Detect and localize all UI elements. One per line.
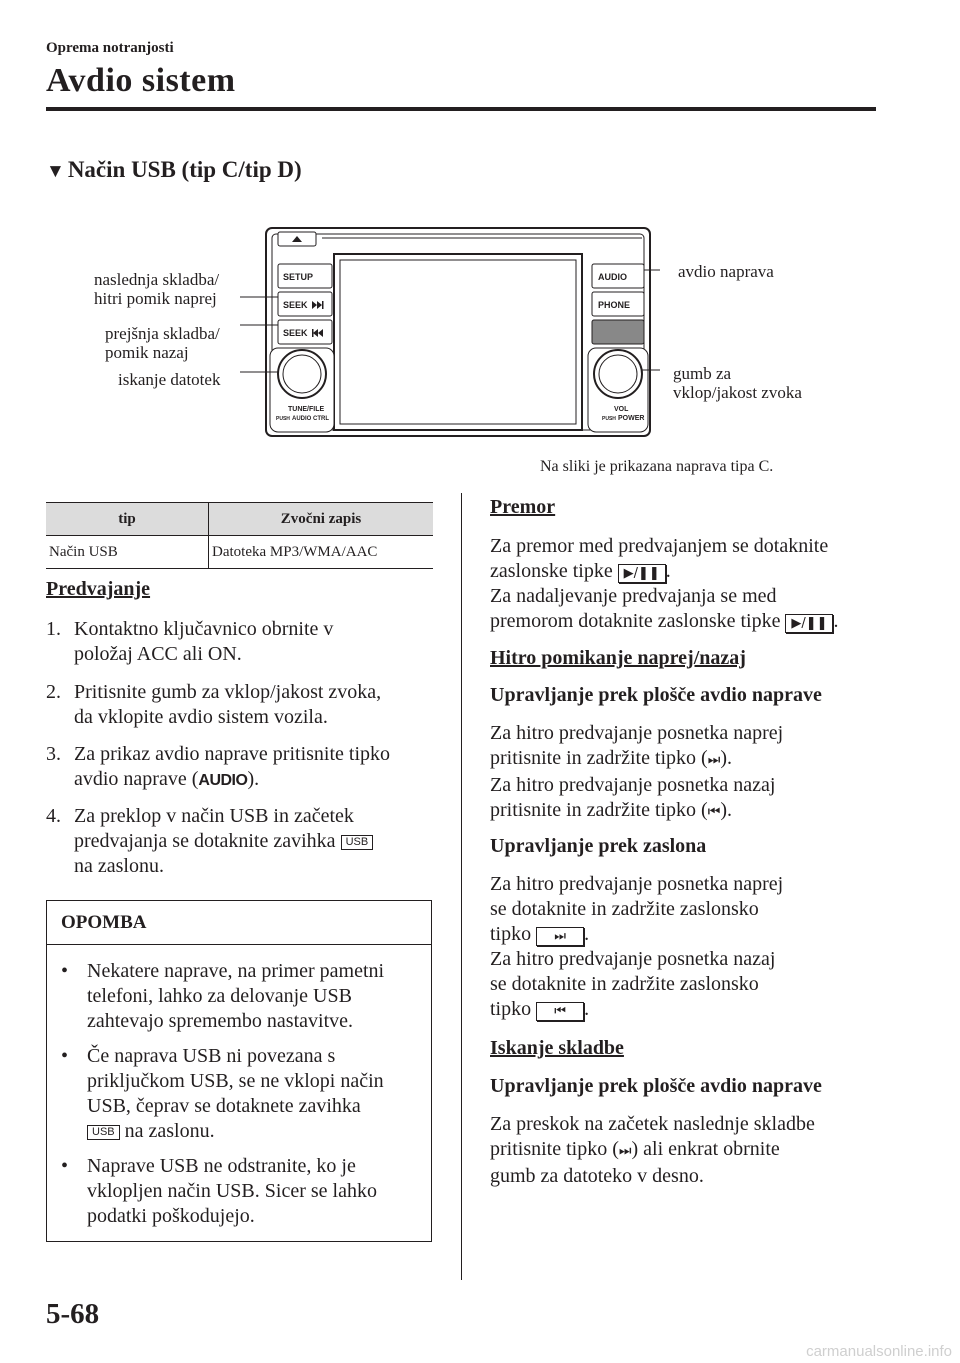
list-item: 2. Pritisnite gumb za vklop/jakost zvoka…	[46, 681, 382, 728]
fast-forward-screen-icon: ⏭	[536, 927, 585, 946]
ff-rew-heading: Hitro pomikanje naprej/nazaj	[490, 647, 746, 669]
label-prev-track: prejšnja skladba/pomik nazaj	[105, 324, 220, 362]
push-left-label: PUSH	[276, 416, 290, 422]
table-row: Način USB Datoteka MP3/WMA/AAC	[46, 535, 433, 569]
audio-key-icon: AUDIO	[198, 772, 248, 789]
label-audio-unit: avdio naprava	[678, 262, 774, 281]
play-pause-icon: ▶/❚❚	[617, 564, 666, 583]
column-divider	[461, 493, 462, 1280]
triangle-icon: ▼	[46, 161, 65, 182]
pause-text: Za premor med predvajanjem se dotaknite …	[490, 535, 839, 633]
phone-button-label: PHONE	[598, 300, 630, 310]
rewind-screen-icon: ⏮	[536, 1002, 585, 1021]
setup-button-label: SETUP	[283, 272, 313, 282]
section-heading: ▼Način USB (tip C/tip D)	[46, 157, 302, 183]
screen-ff-text: Za hitro predvajanje posnetka naprej se …	[490, 873, 784, 1021]
track-panel-heading: Upravljanje prek plošče avdio naprave	[490, 1075, 822, 1097]
audio-button-label: AUDIO	[598, 272, 627, 282]
play-pause-icon: ▶/❚❚	[785, 614, 834, 633]
track-search-text: Za preskok na začetek naslednje skladbe …	[490, 1113, 815, 1187]
section-label: Oprema notranjosti	[46, 40, 174, 56]
audio-ctrl-label: AUDIO CTRL	[292, 416, 329, 422]
seek-back-button-label: SEEK	[283, 328, 308, 338]
seek-forward-icon	[312, 301, 322, 309]
panel-ff-text: Za hitro predvajanje posnetka naprej pri…	[490, 722, 784, 821]
label-file-search: iskanje datotek	[118, 370, 221, 389]
power-label: POWER	[618, 415, 644, 422]
seek-forward-icon: ⏭	[618, 1143, 632, 1159]
seek-forward-button-label: SEEK	[283, 300, 308, 310]
seek-back-icon	[313, 329, 323, 337]
panel-control-heading: Upravljanje prek plošče avdio naprave	[490, 684, 822, 706]
playback-heading: Predvajanje	[46, 578, 151, 600]
note-box: OPOMBA • Nekatere naprave, na primer pam…	[46, 900, 432, 1242]
usb-tab-icon: USB	[340, 834, 374, 850]
list-item: 3. Za prikaz avdio naprave pritisnite ti…	[46, 743, 391, 790]
seek-back-icon: ⏮	[707, 804, 721, 820]
push-right-label: PUSH	[602, 416, 616, 422]
page-title: Avdio sistem	[46, 62, 236, 99]
vol-label: VOL	[614, 406, 629, 413]
pause-heading: Premor	[490, 496, 556, 518]
table-header: Zvočni zapis	[208, 502, 433, 536]
table-header: tip	[46, 502, 209, 536]
label-next-track: naslednja skladba/hitri pomik naprej	[94, 270, 220, 308]
section-heading-text: Način USB (tip C/tip D)	[67, 157, 302, 182]
audio-unit-illustration: SETUP SEEK SEEK AUDIO PHONE TUNE/FILE PU…	[240, 227, 660, 437]
screen-control-heading: Upravljanje prek zaslona	[490, 835, 707, 857]
watermark: carmanualsonline.info	[806, 1343, 952, 1360]
figure-caption: Na sliki je prikazana naprava tipa C.	[540, 458, 774, 475]
usb-tab-icon: USB	[87, 1124, 120, 1140]
note-heading: OPOMBA	[47, 901, 431, 945]
format-table: tip Zvočni zapis Način USB Datoteka MP3/…	[46, 502, 433, 569]
header-rule	[46, 107, 876, 111]
page-number: 5-68	[46, 1298, 100, 1330]
seek-forward-icon: ⏭	[707, 752, 721, 768]
table-cell: Datoteka MP3/WMA/AAC	[208, 535, 433, 569]
tune-file-label: TUNE/FILE	[288, 406, 324, 413]
table-cell: Način USB	[46, 535, 209, 569]
track-search-heading: Iskanje skladbe	[490, 1037, 624, 1059]
